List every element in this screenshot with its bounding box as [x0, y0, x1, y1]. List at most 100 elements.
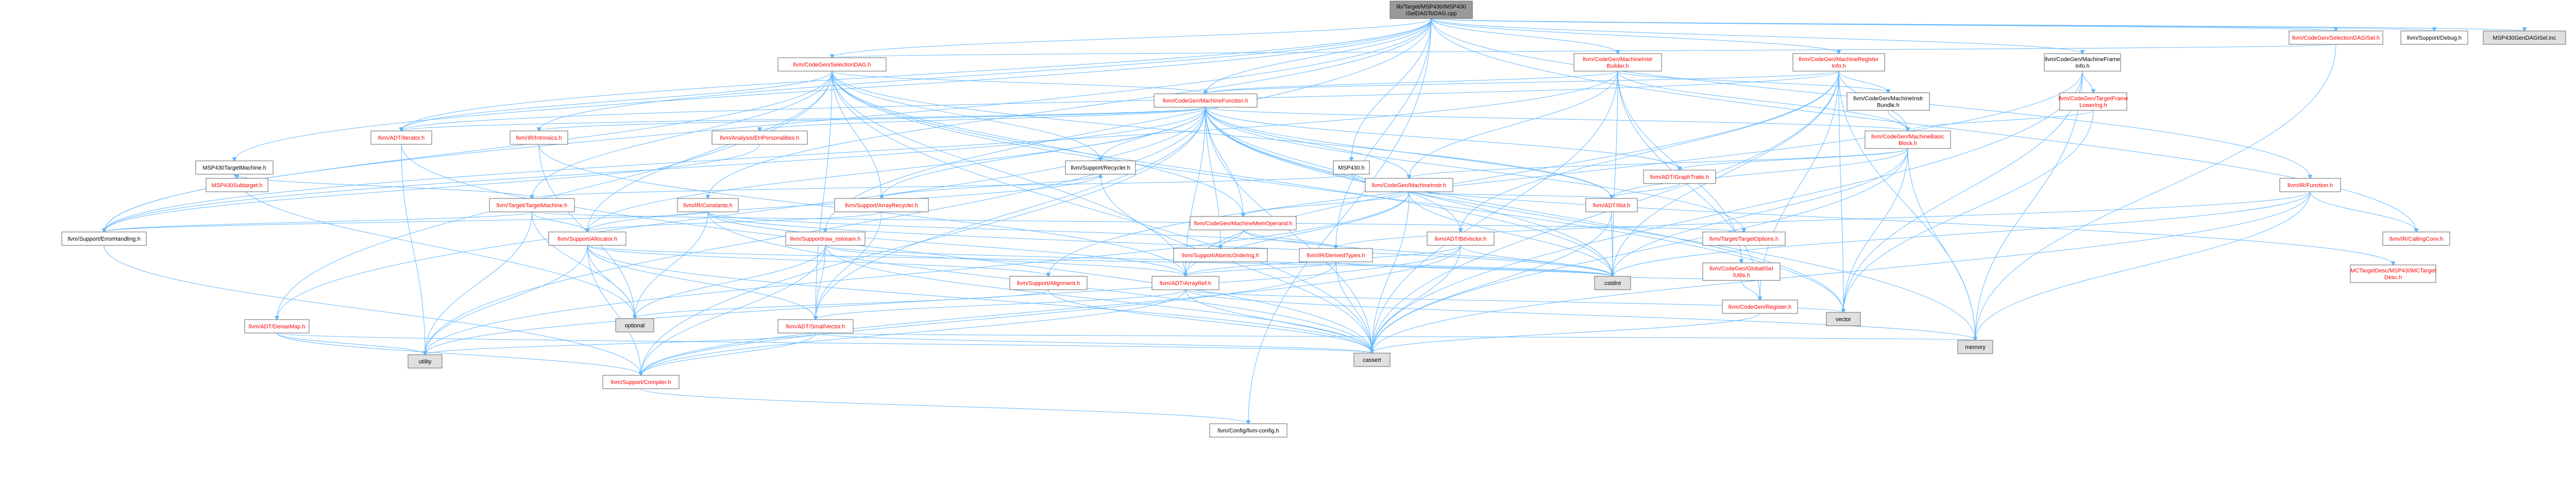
node-ehpers[interactable]: llvm/Analysis/EHPersonalities.h — [711, 130, 808, 145]
edge-alignment-to-cassert — [1048, 289, 1372, 353]
edge-mri-to-codegenregister — [1760, 71, 1839, 300]
edge-seldag-to-smallvector — [816, 71, 833, 320]
node-msp430gen: MSP430GenDAGISel.inc — [2483, 30, 2566, 45]
node-alignment[interactable]: llvm/Support/Alignment.h — [1009, 276, 1088, 290]
node-callingconv[interactable]: llvm/IR/CallingConv.h — [2382, 231, 2450, 246]
edge-derivedtypes-to-cassert — [1335, 261, 1372, 353]
edge-msp430h-to-targetmachine — [532, 174, 1352, 198]
node-graphtraits[interactable]: llvm/ADT/GraphTraits.h — [1643, 170, 1716, 184]
node-bitvector[interactable]: llvm/ADT/BitVector.h — [1427, 231, 1495, 246]
edge-arrayrecycler-to-allocator — [587, 211, 882, 232]
edge-smallvector-to-cassert — [815, 332, 1372, 353]
node-label: llvm/Support/Debug.h — [2407, 35, 2462, 41]
edge-mbb-to-vector — [1843, 148, 1908, 312]
node-box — [777, 57, 887, 72]
node-irconstants[interactable]: llvm/IR/Constants.h — [677, 198, 739, 212]
edge-mib-to-errorhandling — [104, 71, 1618, 232]
edge-irconstants-to-arrayref — [707, 211, 1185, 276]
node-targetmachine[interactable]: llvm/Target/TargetMachine.h — [489, 198, 575, 212]
node-allocator[interactable]: llvm/Support/Allocator.h — [548, 231, 626, 246]
node-box — [1065, 160, 1136, 175]
edge-mfi-to-memory — [1975, 71, 2083, 340]
edge-mbb-to-adtilist — [1612, 148, 1908, 198]
node-msp430sub[interactable]: MSP430Subtarget.h — [206, 178, 268, 192]
edge-seldag-to-arrayrecycler — [832, 71, 882, 198]
node-arrayrecycler[interactable]: llvm/Support/ArrayRecycler.h — [834, 198, 929, 212]
node-box — [408, 354, 443, 369]
node-label: llvm/CodeGen/TargetFrame — [2058, 96, 2128, 102]
node-label: llvm/CodeGen/GlobalISel — [1709, 266, 1773, 272]
node-intrinsics[interactable]: llvm/IR/Intrinsics.h — [510, 130, 568, 145]
node-box — [2289, 30, 2383, 45]
edge-allocator-to-cassert — [587, 245, 1372, 353]
edge-mri-to-memory — [1838, 71, 1975, 340]
node-codegenregister[interactable]: llvm/CodeGen/Register.h — [1722, 299, 1798, 314]
node-atomicordering[interactable]: llvm/Support/AtomicOrdering.h — [1173, 248, 1268, 262]
node-box — [1427, 231, 1495, 246]
node-adtilist[interactable]: llvm/ADT/ilist.h — [1585, 198, 1638, 212]
edge-mf-to-compiler — [641, 107, 1206, 375]
node-globalisel[interactable]: llvm/CodeGen/GlobalISel/Utils.h — [1702, 262, 1781, 281]
edge-mf-to-allocator — [587, 107, 1206, 232]
node-label: vector — [1836, 317, 1851, 323]
edge-mfi-to-cassert — [1372, 71, 2083, 353]
node-mmo[interactable]: llvm/CodeGen/MachineMemOperand.h — [1190, 216, 1297, 230]
node-densemap[interactable]: llvm/ADT/DenseMap.h — [244, 319, 310, 334]
edge-arrayrecycler-to-smallvector — [816, 211, 882, 320]
node-mf[interactable]: llvm/CodeGen/MachineFunction.h — [1154, 93, 1258, 108]
node-function[interactable]: llvm/IR/Function.h — [2279, 178, 2341, 192]
node-label: llvm/CodeGen/MachineMemOperand.h — [1194, 221, 1293, 227]
edge-allocator-to-utility — [425, 245, 588, 355]
edge-adtiterator-to-utility — [401, 144, 425, 355]
edge-seldag-to-cstdint — [832, 71, 1613, 276]
edge-root-to-msp430tm — [234, 18, 1432, 161]
node-label: /Utils.h — [1733, 273, 1750, 279]
node-label: llvm/Support/AtomicOrdering.h — [1182, 253, 1259, 259]
node-box — [1826, 312, 1861, 326]
node-label: llvm/CodeGen/MachineBasic — [1871, 134, 1944, 140]
node-box — [1846, 92, 1930, 111]
node-smallvector[interactable]: llvm/ADT/SmallVector.h — [777, 319, 854, 334]
edge-mri-to-arrayref — [1185, 71, 1839, 276]
node-box — [615, 318, 654, 332]
edge-derivedtypes-to-compiler — [641, 261, 1336, 375]
edge-arrayref-to-compiler — [641, 289, 1186, 375]
node-label: llvm/IR/CallingConv.h — [2389, 236, 2443, 242]
node-rawostream[interactable]: llvm/Support/raw_ostream.h — [785, 231, 866, 246]
node-compiler[interactable]: llvm/Support/Compiler.h — [602, 375, 680, 389]
node-msp430tm: MSP430TargetMachine.h — [195, 160, 274, 175]
edge-seldagisel-to-seldag — [832, 44, 2336, 58]
node-box — [777, 319, 854, 334]
node-label: llvm/Support/Alignment.h — [1017, 280, 1080, 287]
node-machineinstr[interactable]: llvm/CodeGen/MachineInstr.h — [1365, 178, 1453, 192]
node-targetoptions[interactable]: llvm/Target/TargetOptions.h — [1702, 231, 1786, 246]
edge-adtilist-to-cassert — [1372, 211, 1612, 353]
node-adtiterator[interactable]: llvm/ADT/iterator.h — [370, 130, 432, 145]
edge-bitvector-to-compiler — [641, 245, 1461, 375]
edge-mri-to-cstdint — [1613, 71, 1839, 276]
edge-mmo-to-atomicordering — [1221, 229, 1244, 248]
node-box — [1865, 130, 1951, 149]
node-box — [1573, 53, 1662, 72]
node-recycler: llvm/Support/Recycler.h — [1065, 160, 1136, 175]
node-arrayref[interactable]: llvm/ADT/ArrayRef.h — [1151, 276, 1219, 290]
edge-root-to-mf — [1206, 18, 1432, 94]
edge-mf-to-memory — [1205, 107, 1975, 340]
node-box — [1643, 170, 1716, 184]
edge-irconstants-to-errorhandling — [104, 211, 708, 232]
node-label: llvm/ADT/DenseMap.h — [248, 324, 305, 330]
node-seldagisel[interactable]: llvm/CodeGen/SelectionDAGISel.h — [2289, 30, 2383, 45]
node-seldag[interactable]: llvm/CodeGen/SelectionDAG.h — [777, 57, 887, 72]
edge-root-to-intrinsics — [539, 18, 1432, 131]
edge-root-to-mri — [1431, 18, 1839, 54]
edge-root-to-msp430gen — [1431, 18, 2524, 31]
edge-mfi-to-tfl — [2082, 71, 2093, 93]
node-derivedtypes[interactable]: llvm/IR/DerivedTypes.h — [1299, 248, 1373, 262]
